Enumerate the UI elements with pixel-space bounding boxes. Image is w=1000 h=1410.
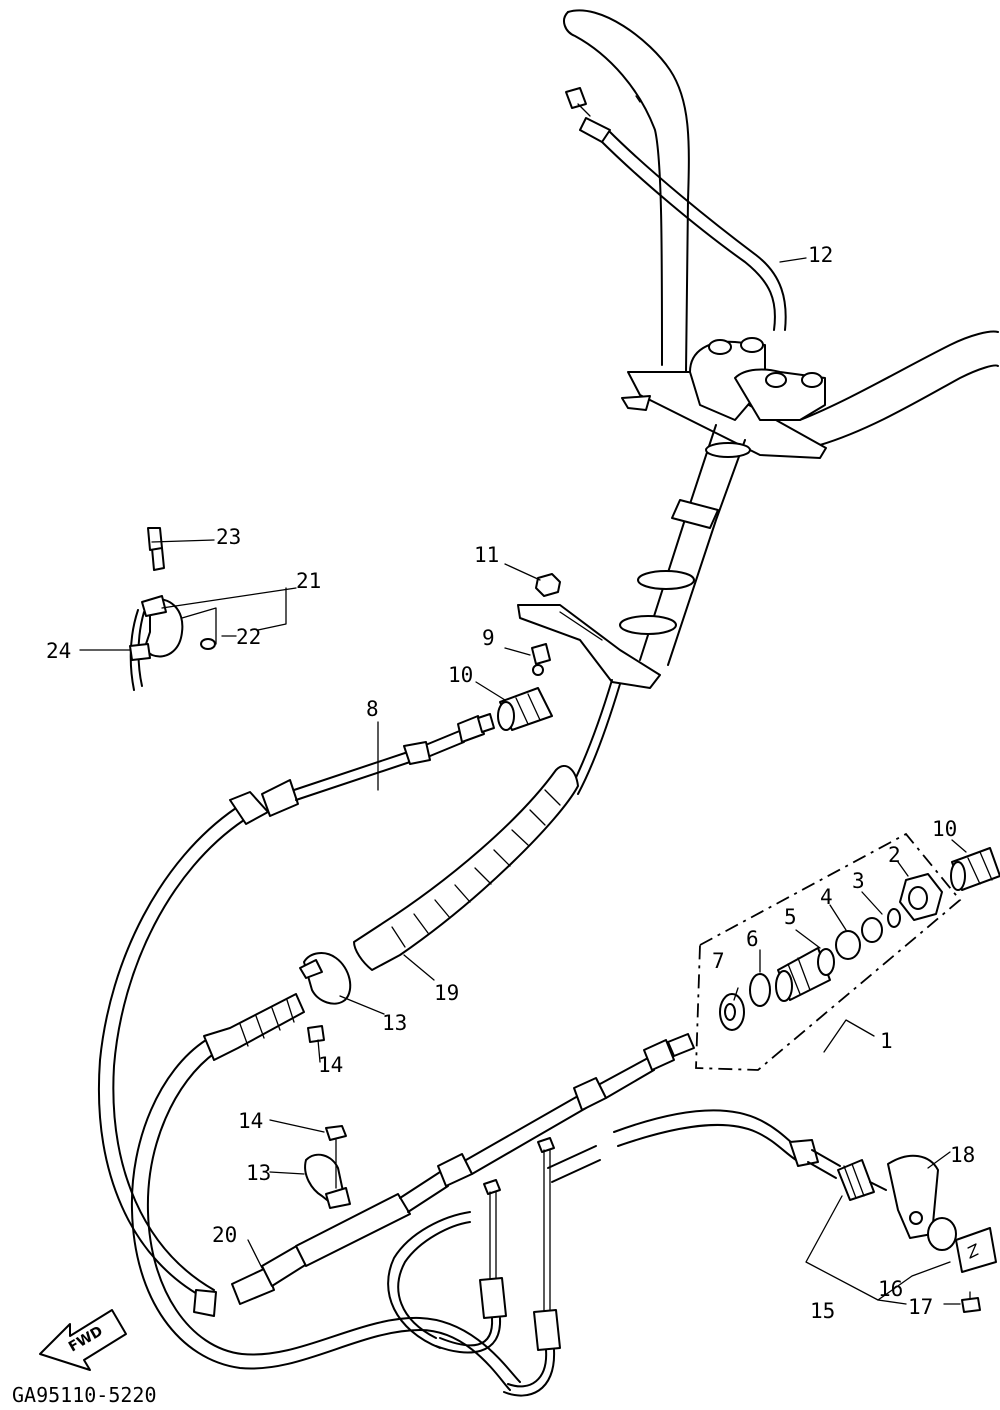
callout-23: 23 xyxy=(216,525,241,549)
part-4-nut xyxy=(835,917,883,960)
column-cable xyxy=(569,679,621,795)
callout-2: 2 xyxy=(888,843,901,867)
callout-17: 17 xyxy=(908,1295,933,1319)
part-2-locknut xyxy=(899,873,943,921)
callout-19: 19 xyxy=(434,981,459,1005)
callout-6: 6 xyxy=(746,927,759,951)
callout-3: 3 xyxy=(852,869,865,893)
part-13-clamp-upper xyxy=(299,952,352,1005)
callout-22: 22 xyxy=(236,625,261,649)
part-18-bracket xyxy=(887,1154,939,1239)
part-7-washer xyxy=(719,993,745,1031)
part-24-clip xyxy=(129,643,151,661)
callout-16: 16 xyxy=(878,1277,903,1301)
lower-cable-loop xyxy=(130,993,521,1391)
leader-lines xyxy=(79,257,967,1305)
callout-20: 20 xyxy=(212,1223,237,1247)
callout-11: 11 xyxy=(474,543,499,567)
callout-8: 8 xyxy=(366,697,379,721)
part-14-screw-upper xyxy=(307,1025,325,1043)
callout-13-upper: 13 xyxy=(382,1011,407,1035)
part-6-oring xyxy=(749,973,771,1007)
callout-15: 15 xyxy=(810,1299,835,1323)
steering-column xyxy=(517,337,827,689)
part-9-bolt xyxy=(531,643,551,676)
part-23-pin xyxy=(147,527,165,571)
callout-14-lower: 14 xyxy=(238,1109,263,1133)
right-cable xyxy=(613,1109,841,1179)
part-8-cable xyxy=(98,713,495,1317)
callout-10-right: 10 xyxy=(932,817,957,841)
mid-cable-segment xyxy=(547,1145,601,1183)
part-17-screw xyxy=(961,1291,981,1313)
fwd-arrow-icon: FWD xyxy=(39,1309,127,1371)
brake-rods xyxy=(387,1137,561,1397)
part-14-screw-lower xyxy=(325,1125,347,1189)
part-22-washer xyxy=(200,638,216,650)
part-16-knob xyxy=(927,1217,997,1273)
callout-21: 21 xyxy=(296,569,321,593)
drawing-code: GA95110-5220 xyxy=(12,1383,157,1407)
callout-14-upper: 14 xyxy=(318,1053,343,1077)
callout-10-left: 10 xyxy=(448,663,473,687)
part-10-right xyxy=(950,847,1000,891)
handlebar xyxy=(563,9,999,446)
part-1-kit-outline xyxy=(695,832,962,1071)
callout-18: 18 xyxy=(950,1143,975,1167)
part-13-clamp-lower xyxy=(304,1153,351,1209)
part-11-nut xyxy=(535,573,561,597)
part-10-left xyxy=(497,687,553,731)
callout-24: 24 xyxy=(46,639,71,663)
callout-9: 9 xyxy=(482,626,495,650)
part-3-washer xyxy=(887,908,901,928)
callout-5: 5 xyxy=(784,905,797,929)
callout-13-lower: 13 xyxy=(246,1161,271,1185)
part-19-boot xyxy=(353,765,579,971)
callout-1: 1 xyxy=(880,1029,893,1053)
callout-7: 7 xyxy=(712,949,725,973)
upper-cable-12 xyxy=(565,87,787,331)
part-20-cable xyxy=(231,1033,695,1305)
part-21-band xyxy=(129,595,184,691)
callout-12: 12 xyxy=(808,243,833,267)
part-5-adjuster xyxy=(775,947,835,1002)
part-15-fitting xyxy=(837,1159,887,1201)
callout-4: 4 xyxy=(820,885,833,909)
callout-labels: 1 2 3 4 5 6 7 8 9 10 10 11 12 13 13 14 1… xyxy=(46,243,975,1323)
